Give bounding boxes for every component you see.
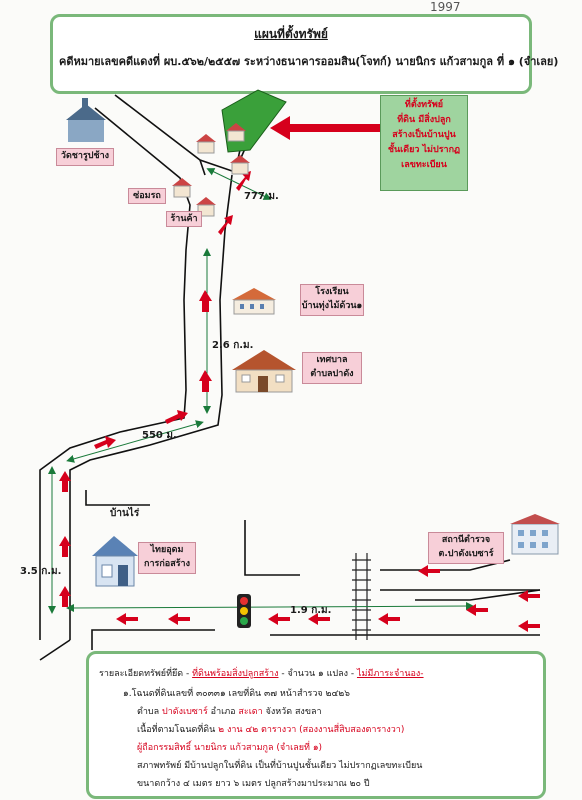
callout-line: สร้างเป็นบ้านปูน	[392, 130, 456, 140]
details-text: เนื้อที่ตามโฉนดที่ดิน	[137, 725, 219, 735]
details-line: ผู้ถือกรรมสิทธิ์ นายนิกร แก้วสามกูล (จำเ…	[137, 743, 323, 753]
details-line: ๑.โฉนดที่ดินเลขที่ ๓๐๓๓๑ เลขที่ดิน ๓๗ หน…	[123, 689, 350, 699]
details-text: - จำนวน ๑ แปลง -	[278, 669, 357, 679]
details-text: สะเดา	[238, 707, 263, 717]
callout-line: ชั้นเดียว ไม่ปรากฏ	[387, 145, 461, 155]
details-text: อำเภอ	[207, 707, 239, 717]
shop-label: ร้านค้า	[166, 211, 202, 227]
callout-line: ที่ดิน มีสิ่งปลูก	[397, 115, 451, 125]
details-line: สภาพทรัพย์ มีบ้านปลูกในที่ดิน เป็นที่บ้า…	[137, 761, 423, 771]
property-parcel	[221, 89, 287, 153]
traffic-light-icon	[237, 594, 251, 628]
map-title: แผนที่ตั้งทรัพย์	[254, 27, 328, 41]
school-label: โรงเรียน บ้านทุ่งไม้ด้วน๑	[300, 284, 364, 316]
property-callout: ที่ตั้งทรัพย์ ที่ดิน มีสิ่งปลูก สร้างเป็…	[380, 95, 468, 191]
village-label: บ้านไร่	[110, 508, 140, 519]
municipality-label-line: เทศบาล	[316, 355, 348, 365]
details-text: ๒ งาน ๔๒ ตารางวา (สองงานสี่สิบสองตารางวา…	[218, 725, 405, 735]
distance-label: 777 ม.	[244, 191, 279, 202]
details-line: ขนาดกว้าง ๔ เมตร ยาว ๖ เมตร ปลูกสร้างมาป…	[137, 779, 370, 789]
school-label-line: โรงเรียน	[315, 287, 349, 297]
distance-label: 3.5 ก.ม.	[20, 566, 62, 577]
construction-house-icon	[92, 536, 138, 587]
details-text: ไม่มีภาระจำนอง-	[356, 669, 424, 679]
school-label-line: บ้านทุ่งไม้ด้วน๑	[301, 301, 363, 311]
details-text: ที่ดินพร้อมสิ่งปลูกสร้าง	[192, 669, 279, 679]
details-text: รายละเอียดทรัพย์ที่ยึด -	[99, 669, 193, 679]
details-text: ตำบล	[137, 707, 162, 717]
temple-icon	[66, 98, 106, 142]
construction-label: ไทยอุดม การก่อสร้าง	[138, 542, 196, 574]
house-icon	[172, 123, 250, 217]
corner-number: 1997	[430, 0, 461, 14]
construction-label-line: ไทยอุดม	[150, 545, 184, 555]
distance-label: 2.6 ก.ม.	[212, 340, 254, 351]
details-line: เนื้อที่ตามโฉนดที่ดิน ๒ งาน ๔๒ ตารางวา (…	[137, 722, 404, 736]
route-arrows	[59, 171, 540, 632]
construction-label-line: การก่อสร้าง	[144, 559, 190, 569]
header-panel: แผนที่ตั้งทรัพย์ คดีหมายเลขคดีแดงที่ ผบ.…	[50, 14, 559, 94]
details-line: รายละเอียดทรัพย์ที่ยึด - ที่ดินพร้อมสิ่ง…	[99, 666, 424, 680]
callout-line: เลขทะเบียน	[401, 160, 447, 170]
callout-line: ที่ตั้งทรัพย์	[404, 100, 444, 110]
municipality-label-line: ตำบลปาดัง	[310, 369, 354, 379]
details-text: จังหวัด สงขลา	[262, 707, 322, 717]
details-panel: รายละเอียดทรัพย์ที่ยึด - ที่ดินพร้อมสิ่ง…	[86, 651, 546, 799]
temple-label: วัดชารูปช้าง	[56, 148, 114, 166]
police-label-line: ต.ปาดังเบซาร์	[438, 549, 494, 559]
case-line: คดีหมายเลขคดีแดงที่ ผบ.๕๖๒/๒๕๕๗ ระหว่างธ…	[59, 55, 559, 68]
railway-icon	[352, 553, 371, 640]
municipality-icon	[232, 350, 296, 393]
municipality-label: เทศบาล ตำบลปาดัง	[302, 352, 362, 384]
property-pointer-arrow	[270, 116, 380, 140]
police-station-icon	[510, 514, 560, 555]
repair-shop-label: ซ่อมรถ	[128, 188, 166, 204]
details-text: ปาดังเบซาร์	[162, 707, 208, 717]
school-icon	[232, 288, 276, 315]
details-line: ตำบล ปาดังเบซาร์ อำเภอ สะเดา จังหวัด สงข…	[137, 704, 322, 718]
distance-label: 1.9 ก.ม.	[290, 605, 332, 616]
police-label: สถานีตำรวจ ต.ปาดังเบซาร์	[428, 532, 504, 564]
police-label-line: สถานีตำรวจ	[441, 535, 491, 545]
distance-label: 550 ม.	[142, 430, 177, 441]
